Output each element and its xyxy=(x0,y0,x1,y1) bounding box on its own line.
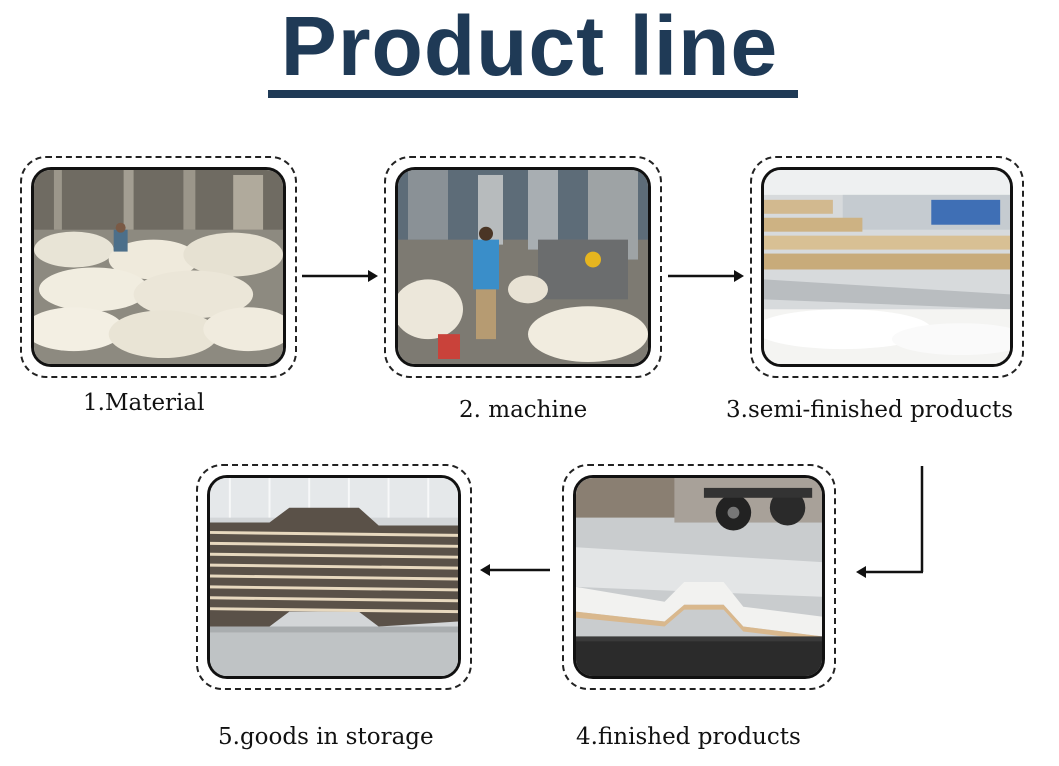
arrow-left-icon xyxy=(480,564,550,576)
step-2-label: 2. machine xyxy=(459,397,588,423)
step-4-frame xyxy=(562,464,836,690)
step-4-label: 4.finished products xyxy=(576,724,801,750)
arrow-right-icon xyxy=(668,270,744,282)
step-1-label: 1.Material xyxy=(83,390,205,416)
page-title: Product line xyxy=(280,0,779,93)
corrugated-sheet-photo xyxy=(573,475,825,679)
step-5-frame xyxy=(196,464,472,690)
extruded-profiles-photo xyxy=(761,167,1013,367)
material-warehouse-photo xyxy=(31,167,286,367)
step-3-label: 3.semi-finished products xyxy=(726,397,1014,423)
arrow-down-left-icon xyxy=(856,466,924,578)
step-2-frame xyxy=(384,156,662,378)
stacked-sheets-photo xyxy=(207,475,461,679)
step-5-label: 5.goods in storage xyxy=(218,724,434,750)
step-1-frame xyxy=(20,156,297,378)
arrow-right-icon xyxy=(302,270,378,282)
factory-worker-photo xyxy=(395,167,651,367)
step-3-frame xyxy=(750,156,1024,378)
title-underline xyxy=(268,90,798,98)
